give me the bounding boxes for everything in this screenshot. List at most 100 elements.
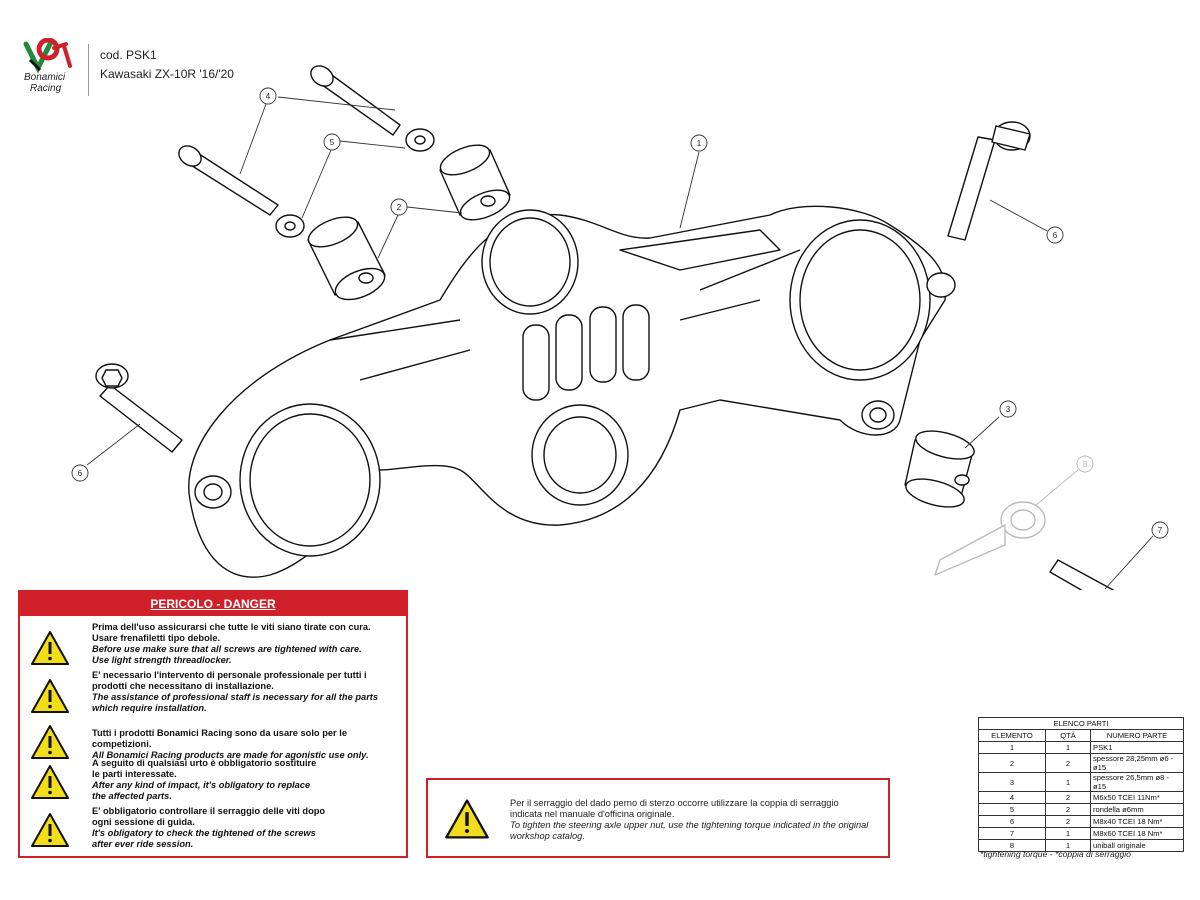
screw-part-4a: [310, 65, 401, 136]
table-cell: 2: [1045, 803, 1091, 816]
callout-label-8: 8: [1083, 460, 1088, 469]
danger-it-text: E' obbligatorio controllare il serraggio…: [92, 806, 326, 816]
warning-triangle-icon: [31, 631, 69, 665]
parts-list-table: ELENCO PARTI ELEMENTO QTÀ NUMERO PARTE 1…: [978, 717, 1184, 852]
callout-label-5: 5: [330, 138, 335, 147]
danger-en-text: Before use make sure that all screws are…: [92, 644, 362, 654]
danger-it-text: Prima dell'uso assicurarsi che tutte le …: [92, 622, 371, 632]
danger-en-text: the affected parts.: [92, 791, 172, 801]
product-code: cod. PSK1: [100, 48, 157, 62]
warning-triangle-icon: [445, 799, 489, 839]
callout-label-7: 7: [1158, 526, 1163, 535]
parts-table-title: ELENCO PARTI: [978, 717, 1184, 730]
table-cell: uniball originale: [1090, 839, 1184, 852]
exploded-diagram: 1 2 3 4 5 6 6 7 8: [71, 65, 1169, 590]
parts-table-header: ELEMENTO QTÀ NUMERO PARTE: [978, 729, 1184, 742]
column-header: NUMERO PARTE: [1090, 729, 1184, 742]
screw-part-6a: [947, 121, 1031, 241]
table-cell: spessore 28,25mm ø6 - ø15: [1090, 753, 1184, 773]
danger-en-text: Use light strength threadlocker.: [92, 655, 232, 665]
warning-triangle-icon: [31, 813, 69, 847]
spacer-part-3: [904, 430, 975, 508]
triple-clamp-part: [188, 205, 956, 578]
danger-it-text: le parti interessate.: [92, 769, 177, 779]
table-cell: 1: [1045, 839, 1091, 852]
callout-8: [1076, 455, 1094, 473]
table-cell: PSK1: [1090, 741, 1184, 754]
callout-label-1: 1: [697, 139, 702, 148]
danger-item-3: Tutti i prodotti Bonamici Racing sono da…: [92, 728, 407, 761]
danger-item-1: Prima dell'uso assicurarsi che tutte le …: [92, 622, 407, 666]
danger-panel: PERICOLO - DANGER Prima dell'uso assicur…: [18, 590, 408, 858]
column-header: ELEMENTO: [978, 729, 1046, 742]
warning-triangle-icon: [31, 765, 69, 799]
table-cell: 8: [978, 839, 1046, 852]
callout-label-6a: 6: [1053, 231, 1058, 240]
bonamici-logo: [23, 38, 72, 74]
table-cell: M8x60 TCEI 18 Nm*: [1090, 827, 1184, 840]
danger-title: PERICOLO - DANGER: [150, 597, 276, 611]
table-cell: 2: [1045, 753, 1091, 773]
danger-en-text: It's obligatory to check the tightened o…: [92, 828, 316, 838]
table-cell: spessore 26,5mm ø8 - ø15: [1090, 772, 1184, 792]
table-cell: M6x50 TCEI 11Nm*: [1090, 791, 1184, 804]
danger-en-text: after ever ride session.: [92, 839, 194, 849]
danger-title-bar: PERICOLO - DANGER: [20, 592, 406, 616]
brand-name-line2: Racing: [30, 83, 62, 94]
table-cell: 2: [978, 753, 1046, 773]
uniball-part-8: [934, 501, 1046, 576]
warning-triangle-icon: [31, 725, 69, 759]
table-cell: 1: [1045, 741, 1091, 754]
danger-it-text: Usare frenafiletti tipo debole.: [92, 633, 221, 643]
table-cell: 3: [978, 772, 1046, 792]
danger-en-text: All Bonamici Racing products are made fo…: [92, 750, 369, 760]
callout-5: [323, 133, 341, 151]
column-header: QTÀ: [1045, 729, 1091, 742]
table-cell: 2: [1045, 791, 1091, 804]
torque-note-panel: Per il serraggio del dado perno di sterz…: [426, 778, 890, 858]
danger-it-text: A seguito di qualsiasi urto è obbligator…: [92, 758, 317, 768]
danger-it-text: ogni sessione di guida.: [92, 817, 195, 827]
parts-table-footnote: *tightening torque - *coppia di serraggi…: [980, 849, 1131, 859]
callout-2: [390, 198, 408, 216]
callout-label-6b: 6: [78, 469, 83, 478]
callout-6a: [1046, 226, 1064, 244]
torque-note-text: Per il serraggio del dado perno di sterz…: [510, 798, 880, 842]
danger-en-text: The assistance of professional staff is …: [92, 692, 379, 702]
callout-label-4: 4: [266, 92, 271, 101]
danger-it-text: Tutti i prodotti Bonamici Racing sono da…: [92, 728, 348, 749]
table-cell: M8x40 TCEI 18 Nm*: [1090, 815, 1184, 828]
screw-part-4b: [178, 145, 279, 216]
table-cell: 6: [978, 815, 1046, 828]
note-it-line: Per il serraggio del dado perno di sterz…: [510, 798, 839, 808]
table-cell: rondella ø6mm: [1090, 803, 1184, 816]
note-en-line: workshop catalog.: [510, 831, 585, 841]
screw-part-6b: [95, 363, 183, 453]
warning-triangle-icon: [31, 679, 69, 713]
danger-item-4: A seguito di qualsiasi urto è obbligator…: [92, 758, 407, 802]
table-cell: 1: [1045, 772, 1091, 792]
spacer-part-2a: [439, 144, 511, 221]
table-cell: 2: [1045, 815, 1091, 828]
note-en-line: To tighten the steering axle upper nut, …: [510, 820, 869, 830]
brand-name-line1: Bonamici: [24, 72, 66, 83]
danger-en-text: After any kind of impact, it's obligator…: [92, 780, 311, 790]
callout-3: [999, 400, 1017, 418]
table-cell: 1: [1045, 827, 1091, 840]
note-it-line: indicata nel manuale d'officina original…: [510, 809, 675, 819]
callout-7: [1151, 521, 1169, 539]
callout-label-2: 2: [397, 203, 402, 212]
table-cell: 7: [978, 827, 1046, 840]
danger-it-text: E' necessario l'intervento di personale …: [92, 670, 367, 680]
danger-item-5: E' obbligatorio controllare il serraggio…: [92, 806, 407, 850]
header-divider: [88, 44, 89, 96]
danger-en-text: which require installation.: [92, 703, 207, 713]
